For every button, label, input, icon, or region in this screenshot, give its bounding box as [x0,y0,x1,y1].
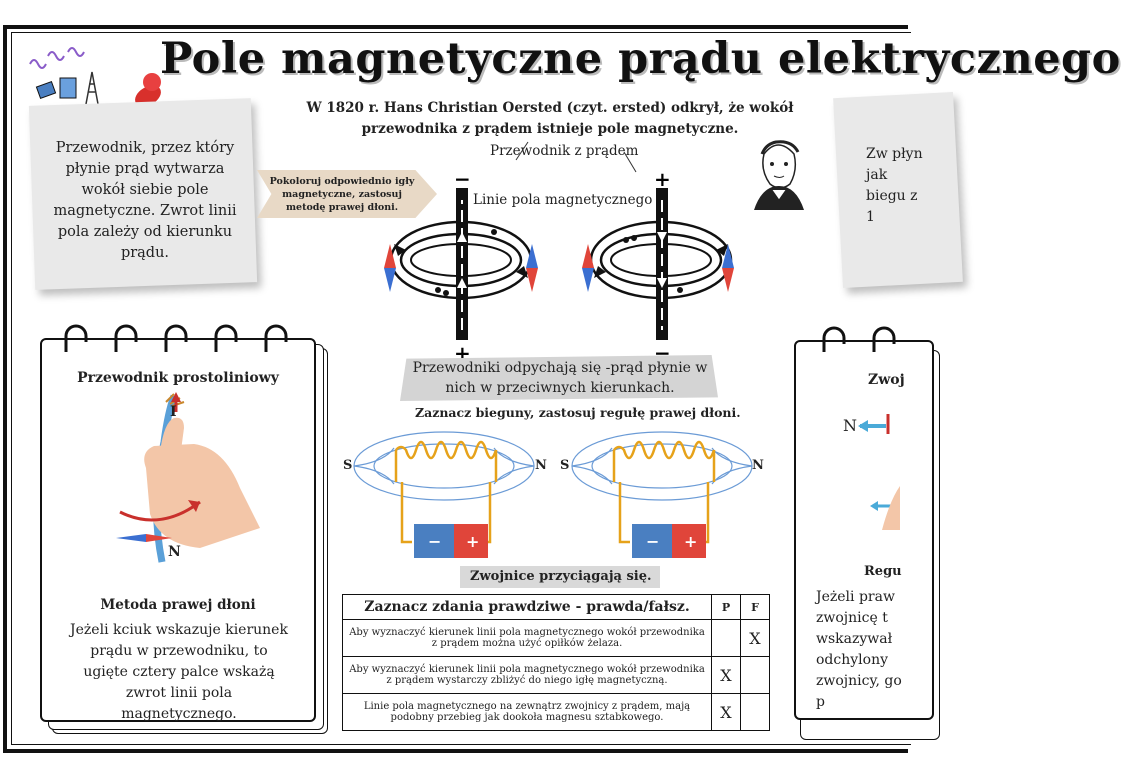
false-mark-cell[interactable]: X [740,619,770,657]
right-n-label: N [843,416,857,435]
coils-attract-text: Zwojnice przyciągają się. [470,569,652,584]
notebook-rings-right [822,326,896,352]
coil-title-cropped: Zwoj [868,372,905,388]
table-header-row: Zaznacz zdania prawdziwe - prawda/fałsz.… [342,594,770,620]
conductor-label: Przewodnik z prądem [490,143,639,159]
coil-right-s: S [560,458,570,473]
false-mark-cell[interactable] [740,693,770,731]
electronics-doodle-icon [29,47,99,105]
coil-right-n: N [752,458,764,473]
col-true-header: P [711,594,741,620]
battery-plus-right: + [684,532,697,551]
coil-hand-illustration [858,414,900,530]
parallel-conductors-diagram: − + + − [384,141,734,365]
minus-sign-left: − [454,167,471,191]
right-hand-method-text: Jeżeli kciuk wskazuje kierunek prądu w p… [70,622,288,722]
col-false-header: F [740,594,770,620]
table-row: Linie pola magnetycznego na zewnątrz zwo… [342,693,770,731]
true-mark-cell[interactable] [711,619,741,657]
sticky-note-left-text: Przewodnik, przez który płynie prąd wytw… [53,140,237,261]
right-hand-rule-illustration [116,392,260,563]
oersted-portrait-icon [754,140,804,210]
table-row: Aby wyznaczyć kierunek linii pola magnet… [342,619,770,657]
table-row: Aby wyznaczyć kierunek linii pola magnet… [342,656,770,694]
true-false-table: Zaznacz zdania prawdziwe - prawda/fałsz.… [342,594,770,731]
rule-text-cropped: Jeżeli praw zwojnicę t wskazywał odchylo… [816,589,902,710]
page-title: Pole magnetyczne prądu elektrycznego [160,34,1121,84]
coil-left-n: N [535,458,547,473]
true-mark-cell[interactable]: X [711,693,741,731]
north-label: N [168,544,181,560]
plus-sign-right: + [654,167,671,191]
current-label: I [170,404,177,420]
statement-cell: Aby wyznaczyć kierunek linii pola magnet… [342,656,712,694]
coils-diagram: − + − + [353,431,753,558]
attract-banner [460,566,660,588]
repel-banner-text: Przewodniki odpychają się -prąd płynie w… [412,360,708,396]
intro-text: W 1820 r. Hans Christian Oersted (czyt. … [306,100,794,137]
rule-title-cropped: Regu [864,564,902,579]
false-mark-cell[interactable] [740,656,770,694]
battery-minus-left: − [428,532,441,551]
sticky-note-right-text: Zw płyn jak biegu z 1 [866,146,923,225]
notebook-right [794,340,934,720]
notebook-rings-left [64,324,288,352]
true-mark-cell[interactable]: X [711,656,741,694]
outer-border [3,25,908,753]
coil-left-s: S [343,458,353,473]
straight-conductor-title: Przewodnik prostoliniowy [77,370,279,386]
coil-task-text: Zaznacz bieguny, zastosuj regułę prawej … [415,405,741,420]
inner-border [11,32,911,745]
poster: Pole magnetyczne prądu elektrycznego W 1… [3,25,1120,753]
field-lines-label: Linie pola magnetycznego [473,192,653,208]
repel-banner [400,355,718,401]
battery-minus-right: − [646,532,659,551]
statement-cell: Aby wyznaczyć kierunek linii pola magnet… [342,619,712,657]
battery-plus-left: + [466,532,479,551]
right-hand-method-title: Metoda prawej dłoni [100,597,256,613]
instruction-arrow [257,170,437,218]
statement-cell: Linie pola magnetycznego na zewnątrz zwo… [342,693,712,731]
table-header: Zaznacz zdania prawdziwe - prawda/fałsz. [342,594,712,620]
instruction-arrow-text: Pokoloruj odpowiednio igły magnetyczne, … [269,176,415,213]
